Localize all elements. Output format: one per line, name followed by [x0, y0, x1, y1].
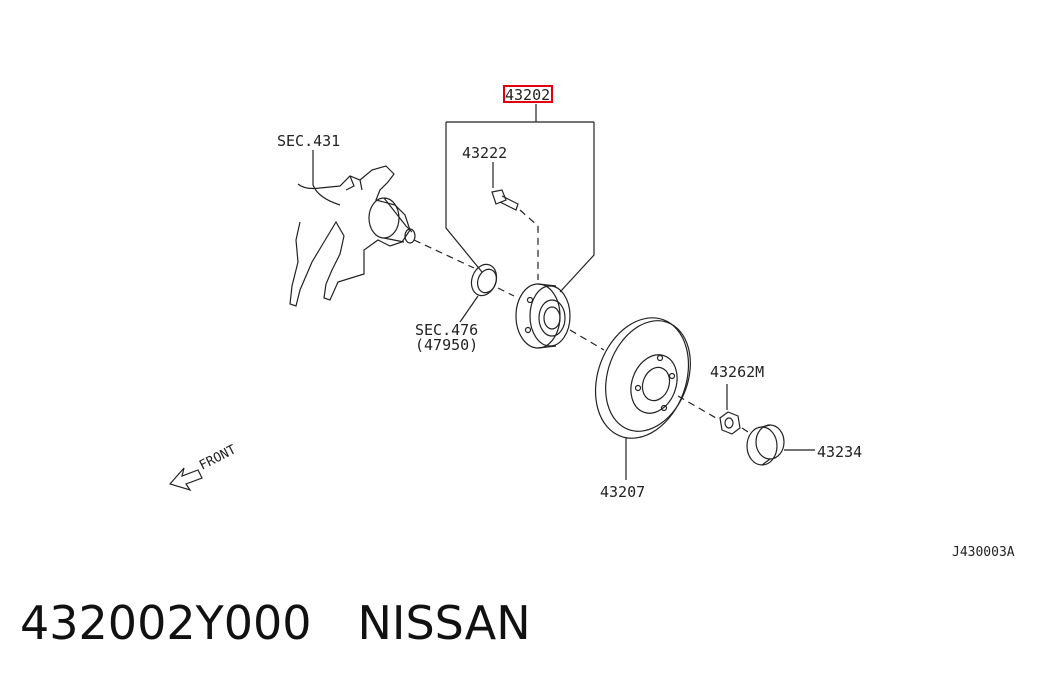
part-highlight-box: [503, 85, 553, 103]
axis-line-hub: [569, 329, 605, 351]
label-nut[interactable]: 43262M: [710, 363, 764, 381]
rotor-drawing: [594, 317, 691, 480]
label-cap[interactable]: 43234: [817, 443, 862, 461]
axis-line-knuckle: [413, 239, 475, 269]
footer-part-number: 432002Y000: [20, 596, 312, 650]
axis-line-rotor: [677, 395, 717, 419]
nut-drawing: [719, 384, 741, 435]
label-bolt[interactable]: 43222: [462, 144, 507, 162]
label-knuckle[interactable]: SEC.431: [277, 132, 340, 150]
footer: 432002Y000 NISSAN: [20, 596, 531, 650]
axis-line-ring: [497, 287, 515, 297]
hub-bolt-drawing: [491, 189, 519, 211]
footer-brand: NISSAN: [357, 596, 531, 650]
cap-drawing: [746, 424, 815, 466]
label-sensor-ring-sub[interactable]: (47950): [415, 336, 478, 354]
knuckle-drawing: [289, 150, 416, 307]
label-assembly[interactable]: 43202: [505, 86, 550, 104]
assembly-bracket: [445, 104, 595, 293]
drawing-code: J430003A: [952, 545, 1015, 560]
axis-line-bolt: [519, 209, 539, 280]
sensor-ring-drawing: [459, 263, 498, 323]
front-label: FRONT: [197, 442, 239, 473]
label-sensor-ring[interactable]: SEC.476: [415, 321, 478, 339]
axis-line-nut: [741, 427, 749, 433]
label-rotor[interactable]: 43207: [600, 483, 645, 501]
hub-drawing: [515, 283, 571, 349]
front-arrow-icon: [168, 467, 203, 492]
